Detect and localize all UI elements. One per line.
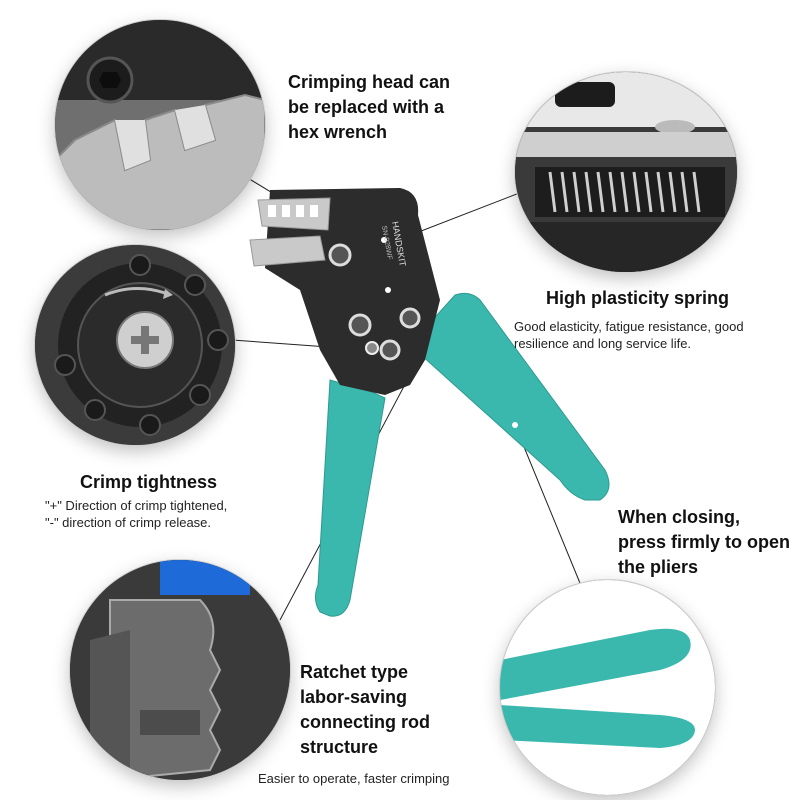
spring-desc-line: resilience and long service life. [514,336,692,351]
tightness-callout-desc: "+" Direction of crimp tightened, "-" di… [45,497,305,531]
right-handle [409,292,610,501]
closing-title-line: press firmly to open [618,532,791,552]
spring-callout-title: High plasticity spring [546,288,730,308]
ratchet-title-line: labor-saving [300,687,408,707]
detail-adjust-knob [35,245,235,445]
ratchet-callout-title: Ratchet type labor-saving connecting rod… [300,660,500,760]
curved-arrow-icon [104,287,166,297]
head-title-line: Crimping head can [288,72,451,92]
pivot-right [399,307,421,329]
detail-handle-tips [500,580,715,795]
ratchet-title-line: Ratchet type [300,662,409,682]
lower-jaw [249,235,326,267]
head-callout-title: Crimping head can be replaced with a hex… [288,70,488,145]
detail-crimping-head [55,20,265,230]
tightness-desc-line: "-" direction of crimp release. [45,515,212,530]
adjust-knob [365,341,379,355]
leader-closing [514,424,583,589]
pivot-bottom [379,339,401,361]
rivet-handle [512,422,518,428]
closing-title-line: When closing, [618,507,741,527]
tightness-desc-line: "+" Direction of crimp tightened, [45,498,228,513]
head-title-line: hex wrench [288,122,388,142]
detail-spring [515,72,737,272]
ratchet-title-line: structure [300,737,379,757]
closing-title-line: the pliers [618,557,699,577]
left-handle [314,379,386,617]
spring-callout-desc: Good elasticity, fatigue resistance, goo… [514,318,794,352]
upper-handle-tip [500,628,691,700]
tightness-callout-title: Crimp tightness [80,472,218,492]
closing-callout-title: When closing, press firmly to open the p… [618,505,798,580]
pivot-middle [348,313,372,337]
rivet-white [381,237,387,243]
pivot-top [328,243,352,267]
detail-ratchet [70,560,290,780]
lower-handle-tip [500,705,695,748]
ratchet-callout-desc: Easier to operate, faster crimping [258,771,450,786]
head-title-line: be replaced with a [288,97,445,117]
spring-desc-line: Good elasticity, fatigue resistance, goo… [514,319,744,334]
ratchet-title-line: connecting rod [300,712,430,732]
rivet-white [385,287,391,293]
